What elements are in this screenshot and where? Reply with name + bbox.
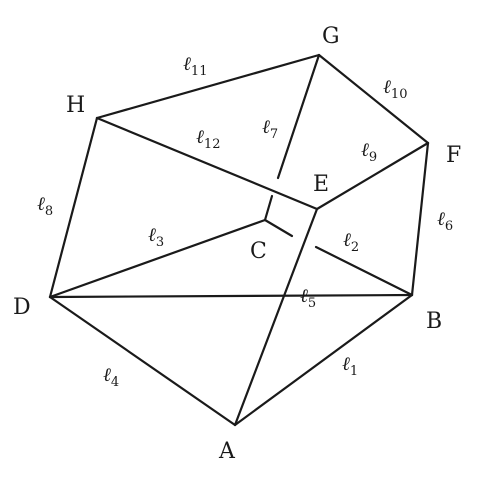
edge-A-B [233, 293, 414, 427]
edge-label-l2: ℓ2 [343, 229, 359, 255]
edge-H-E [95, 116, 319, 211]
edge-A-D [48, 295, 237, 427]
edge-label-l6: ℓ6 [437, 208, 453, 234]
vertex-label-F: F [446, 143, 461, 168]
edge-label-l1: ℓ1 [342, 353, 358, 379]
edge-label-l3: ℓ3 [148, 224, 164, 250]
edge-A-E [233, 207, 319, 427]
edge-C-G-segment-2 [276, 53, 321, 180]
vertex-label-D: D [13, 295, 31, 320]
edge-D-H [48, 116, 99, 299]
edge-D-B [48, 293, 414, 299]
edge-H-G [95, 53, 321, 120]
edge-C-B-segment-1 [263, 218, 294, 238]
edge-label-l8: ℓ8 [37, 193, 53, 219]
edge-C-G-segment-1 [263, 194, 274, 222]
edge-label-l10: ℓ10 [383, 76, 407, 102]
edge-E-F [315, 141, 430, 211]
edge-D-C [48, 218, 267, 299]
vertex-label-E: E [313, 172, 329, 197]
edge-label-l5: ℓ5 [300, 285, 316, 311]
vertex-label-C: C [250, 239, 267, 264]
edge-label-l9: ℓ9 [361, 139, 377, 165]
vertex-label-G: G [322, 24, 340, 49]
edge-label-l7: ℓ7 [262, 116, 278, 142]
edge-label-l11: ℓ11 [183, 53, 207, 79]
vertex-label-H: H [66, 93, 85, 118]
edge-B-F [410, 141, 430, 297]
edge-G-F [317, 53, 430, 145]
edge-label-l12: ℓ12 [196, 126, 220, 152]
vertex-label-B: B [426, 309, 442, 334]
vertex-label-A: A [218, 439, 236, 464]
edge-C-B-segment-2 [314, 245, 414, 297]
edge-label-l4: ℓ4 [103, 364, 119, 390]
